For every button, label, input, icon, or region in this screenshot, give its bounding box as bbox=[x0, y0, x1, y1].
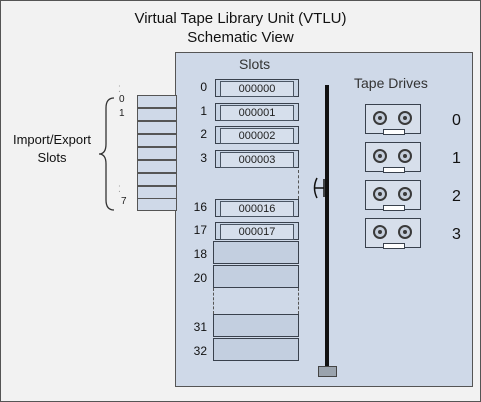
slot-number: 3 bbox=[200, 151, 207, 165]
ie-slot bbox=[137, 198, 177, 211]
slot-number: 1 bbox=[200, 104, 207, 118]
drive-number: 3 bbox=[452, 226, 461, 243]
slot-number: 0 bbox=[200, 80, 207, 94]
ie-ellipsis-mark: ⁚ bbox=[118, 84, 121, 94]
ie-slot bbox=[137, 173, 177, 186]
tape-slot: 000001 bbox=[215, 103, 299, 121]
tape-slot: 000002 bbox=[215, 126, 299, 144]
slot-gap-marker bbox=[298, 288, 300, 314]
tape-drive bbox=[365, 142, 421, 173]
drive-slot bbox=[383, 243, 405, 249]
slot-number: 20 bbox=[193, 271, 207, 285]
tape-label: 000017 bbox=[220, 224, 294, 240]
drive-slot bbox=[383, 205, 405, 211]
robot-picker-icon bbox=[313, 177, 329, 199]
ie-slot bbox=[137, 147, 177, 160]
slot-gap-marker bbox=[298, 170, 300, 199]
tape-slot: 000017 bbox=[215, 222, 299, 240]
tape-drive bbox=[365, 180, 421, 211]
diagram-title: Virtual Tape Library Unit (VTLU) bbox=[134, 10, 347, 27]
slot-gap-marker bbox=[213, 288, 215, 314]
ie-slot bbox=[137, 121, 177, 134]
empty-slot bbox=[213, 265, 299, 288]
ie-slot bbox=[137, 134, 177, 147]
ie-slot-number: 7 bbox=[121, 196, 127, 207]
robot-rail bbox=[325, 85, 329, 369]
empty-slot bbox=[213, 338, 299, 361]
tape-slot: 000000 bbox=[215, 79, 299, 97]
ie-slot-number: 0 bbox=[119, 94, 125, 105]
ie-slot bbox=[137, 95, 177, 108]
reel-icon bbox=[398, 187, 412, 201]
reel-icon bbox=[398, 111, 412, 125]
reel-icon bbox=[373, 111, 387, 125]
tape-label: 000000 bbox=[220, 81, 294, 97]
slots-header: Slots bbox=[239, 56, 271, 72]
reel-icon bbox=[373, 187, 387, 201]
tape-slot: 000003 bbox=[215, 150, 299, 168]
slot-number: 18 bbox=[193, 247, 207, 261]
reel-icon bbox=[373, 149, 387, 163]
empty-slot bbox=[213, 314, 299, 337]
tape-label: 000002 bbox=[220, 128, 294, 144]
ie-brace bbox=[98, 97, 115, 211]
ie-slot-number: 1 bbox=[119, 108, 125, 119]
slot-number: 17 bbox=[193, 223, 207, 237]
tape-label: 000001 bbox=[220, 105, 294, 121]
drive-slot bbox=[383, 129, 405, 135]
drive-slot bbox=[383, 167, 405, 173]
empty-slot bbox=[213, 241, 299, 264]
tape-slot: 000016 bbox=[215, 199, 299, 217]
ie-ellipsis-mark: ⁚ bbox=[118, 184, 121, 194]
import-export-label-line2: Slots bbox=[37, 150, 67, 165]
diagram-subtitle: Schematic View bbox=[187, 29, 294, 46]
drive-number: 0 bbox=[452, 112, 461, 129]
import-export-label: Import/Export bbox=[12, 132, 92, 147]
ie-slot bbox=[137, 160, 177, 173]
slot-number: 2 bbox=[200, 127, 207, 141]
reel-icon bbox=[398, 225, 412, 239]
reel-icon bbox=[398, 149, 412, 163]
tape-drive bbox=[365, 104, 421, 135]
drive-number: 1 bbox=[452, 150, 461, 167]
tape-drive bbox=[365, 218, 421, 249]
reel-icon bbox=[373, 225, 387, 239]
tape-drives-header: Tape Drives bbox=[354, 75, 428, 91]
tape-label: 000003 bbox=[220, 152, 294, 168]
drive-number: 2 bbox=[452, 188, 461, 205]
slot-number: 31 bbox=[193, 320, 207, 334]
tape-label: 000016 bbox=[220, 201, 294, 217]
slot-number: 16 bbox=[193, 200, 207, 214]
ie-slot bbox=[137, 108, 177, 121]
slot-number: 32 bbox=[193, 344, 207, 358]
rail-base bbox=[318, 366, 337, 377]
